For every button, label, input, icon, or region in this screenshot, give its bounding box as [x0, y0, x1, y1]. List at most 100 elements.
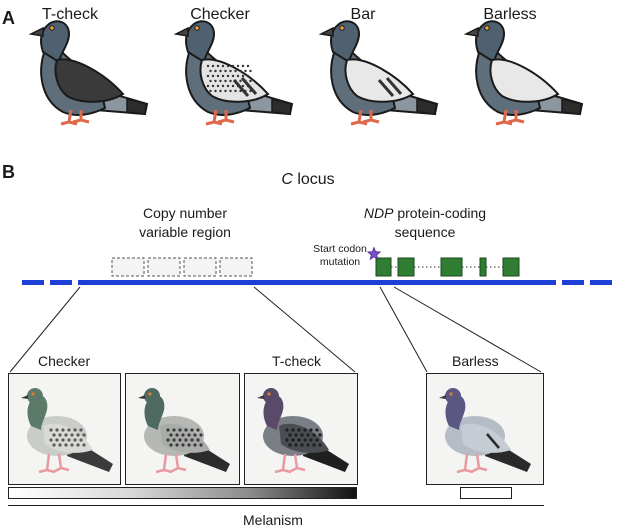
photo-pigeon-beak — [439, 395, 446, 399]
checker-spot — [236, 64, 240, 68]
locus-word: locus — [297, 171, 335, 188]
locus-gene-name: C — [281, 171, 293, 188]
photo-pigeon-spot — [303, 428, 307, 432]
photo-pigeon-neck — [27, 394, 48, 430]
photo-pigeon-head — [27, 388, 43, 404]
ndp-exon — [479, 257, 487, 277]
photo-pigeon-spot — [79, 438, 83, 442]
checker-spot — [226, 74, 230, 78]
zoom-line-right — [253, 286, 356, 373]
photo-pigeon-spot — [306, 433, 310, 437]
photo-pigeon-spot — [178, 438, 182, 442]
photo-pigeon-spot — [166, 438, 170, 442]
checker-spot — [211, 84, 215, 88]
locus-title: C locus — [258, 170, 358, 189]
pigeon-eye — [339, 25, 345, 31]
start-codon-label: Start codon mutation — [300, 243, 380, 269]
photo-pigeon-spot — [64, 443, 68, 447]
photo-pigeon-spot — [190, 438, 194, 442]
zoom-line-barless-right — [393, 286, 542, 373]
checker-spot — [239, 69, 242, 73]
zoom-line-barless-left — [379, 286, 428, 373]
pigeon-checker — [173, 20, 294, 126]
photo-pigeon-spot — [199, 433, 203, 437]
photo-checker-2 — [125, 373, 240, 485]
photo-label-barless: Barless — [452, 353, 499, 369]
pigeon-leg — [350, 109, 368, 126]
pigeon-leg — [217, 110, 235, 124]
cnv-copy-box — [219, 257, 253, 277]
photo-pigeon-legs — [155, 453, 187, 474]
checker-spot — [229, 69, 232, 73]
checker-spot — [219, 79, 222, 83]
barless-melanism-box — [460, 487, 512, 499]
photo-pigeon-head — [445, 388, 461, 404]
checker-spot — [231, 84, 235, 88]
photo-pigeon-wing — [43, 423, 93, 453]
pigeon-leg — [60, 109, 78, 126]
checker-spot — [211, 64, 215, 68]
photo-pigeon-spot — [76, 433, 80, 437]
checker-spot — [214, 79, 217, 83]
ndp-label-protein-coding: protein-coding — [397, 205, 487, 221]
photo-pigeon-spot — [82, 443, 86, 447]
pigeon-wing — [489, 58, 560, 103]
chromosome-segment — [22, 280, 44, 285]
pigeon-beak — [463, 26, 479, 37]
melanism-axis-line — [8, 505, 544, 506]
pigeon-label-bar: Bar — [350, 6, 376, 23]
zoom-line-left — [9, 286, 81, 373]
photo-pigeon-spot — [193, 443, 197, 447]
checker-spot — [221, 74, 225, 78]
wing-bar — [240, 77, 258, 95]
photo-pigeon — [257, 388, 349, 474]
pigeon-label-tcheck: T-check — [41, 6, 98, 23]
photo-pigeon-spot — [184, 428, 188, 432]
photo-pigeon — [138, 388, 230, 474]
checker-spot — [226, 64, 230, 68]
checker-spot — [214, 69, 217, 73]
photo-pigeon-spot — [55, 438, 59, 442]
checker-spot — [216, 84, 220, 88]
checker-spot — [224, 79, 227, 83]
photo-pigeon-spot — [306, 443, 310, 447]
pigeon-leg — [362, 110, 380, 124]
checker-spot — [221, 64, 225, 68]
checker-spot — [231, 74, 235, 78]
photo-pigeon-spot — [55, 428, 59, 432]
photo-pigeon-spot — [303, 438, 307, 442]
ndp-exon — [502, 257, 520, 277]
photo-pigeon-spot — [285, 428, 289, 432]
photo-barless — [426, 373, 544, 485]
photo-pigeon-spot — [70, 443, 74, 447]
photo-pigeon-spot — [318, 433, 322, 437]
photo-pigeon-spot — [58, 443, 62, 447]
photo-pigeon-spot — [181, 433, 185, 437]
photo-pigeon-spot — [64, 433, 68, 437]
photo-pigeon-spot — [184, 438, 188, 442]
photo-pigeon-spot — [199, 443, 203, 447]
checker-spot — [206, 84, 210, 88]
pigeon-eye — [49, 25, 55, 31]
chromosome-segment — [590, 280, 612, 285]
checker-spot — [219, 69, 222, 73]
chromosome-segment — [50, 280, 72, 285]
checker-spot — [209, 79, 212, 83]
photo-pigeon-spot — [187, 443, 191, 447]
checker-spot — [206, 64, 210, 68]
photo-pigeon-neck — [144, 394, 165, 430]
pigeon-eye — [194, 25, 200, 31]
checker-spot — [231, 64, 235, 68]
photo-pigeon-wing — [160, 423, 210, 453]
cnv-copy-box — [183, 257, 217, 277]
chromosome-segment — [562, 280, 584, 285]
pigeon-label-barless: Barless — [483, 6, 537, 23]
pigeon-leg — [205, 109, 223, 126]
checker-spot — [216, 64, 220, 68]
ndp-exon — [440, 257, 463, 277]
melanism-axis-label: Melanism — [243, 512, 303, 528]
ndp-label: NDP protein-coding sequence — [360, 204, 490, 242]
photo-tcheck — [244, 373, 358, 485]
photo-label-tcheck: T-check — [272, 353, 322, 369]
pigeon-label-checker: Checker — [190, 6, 250, 23]
